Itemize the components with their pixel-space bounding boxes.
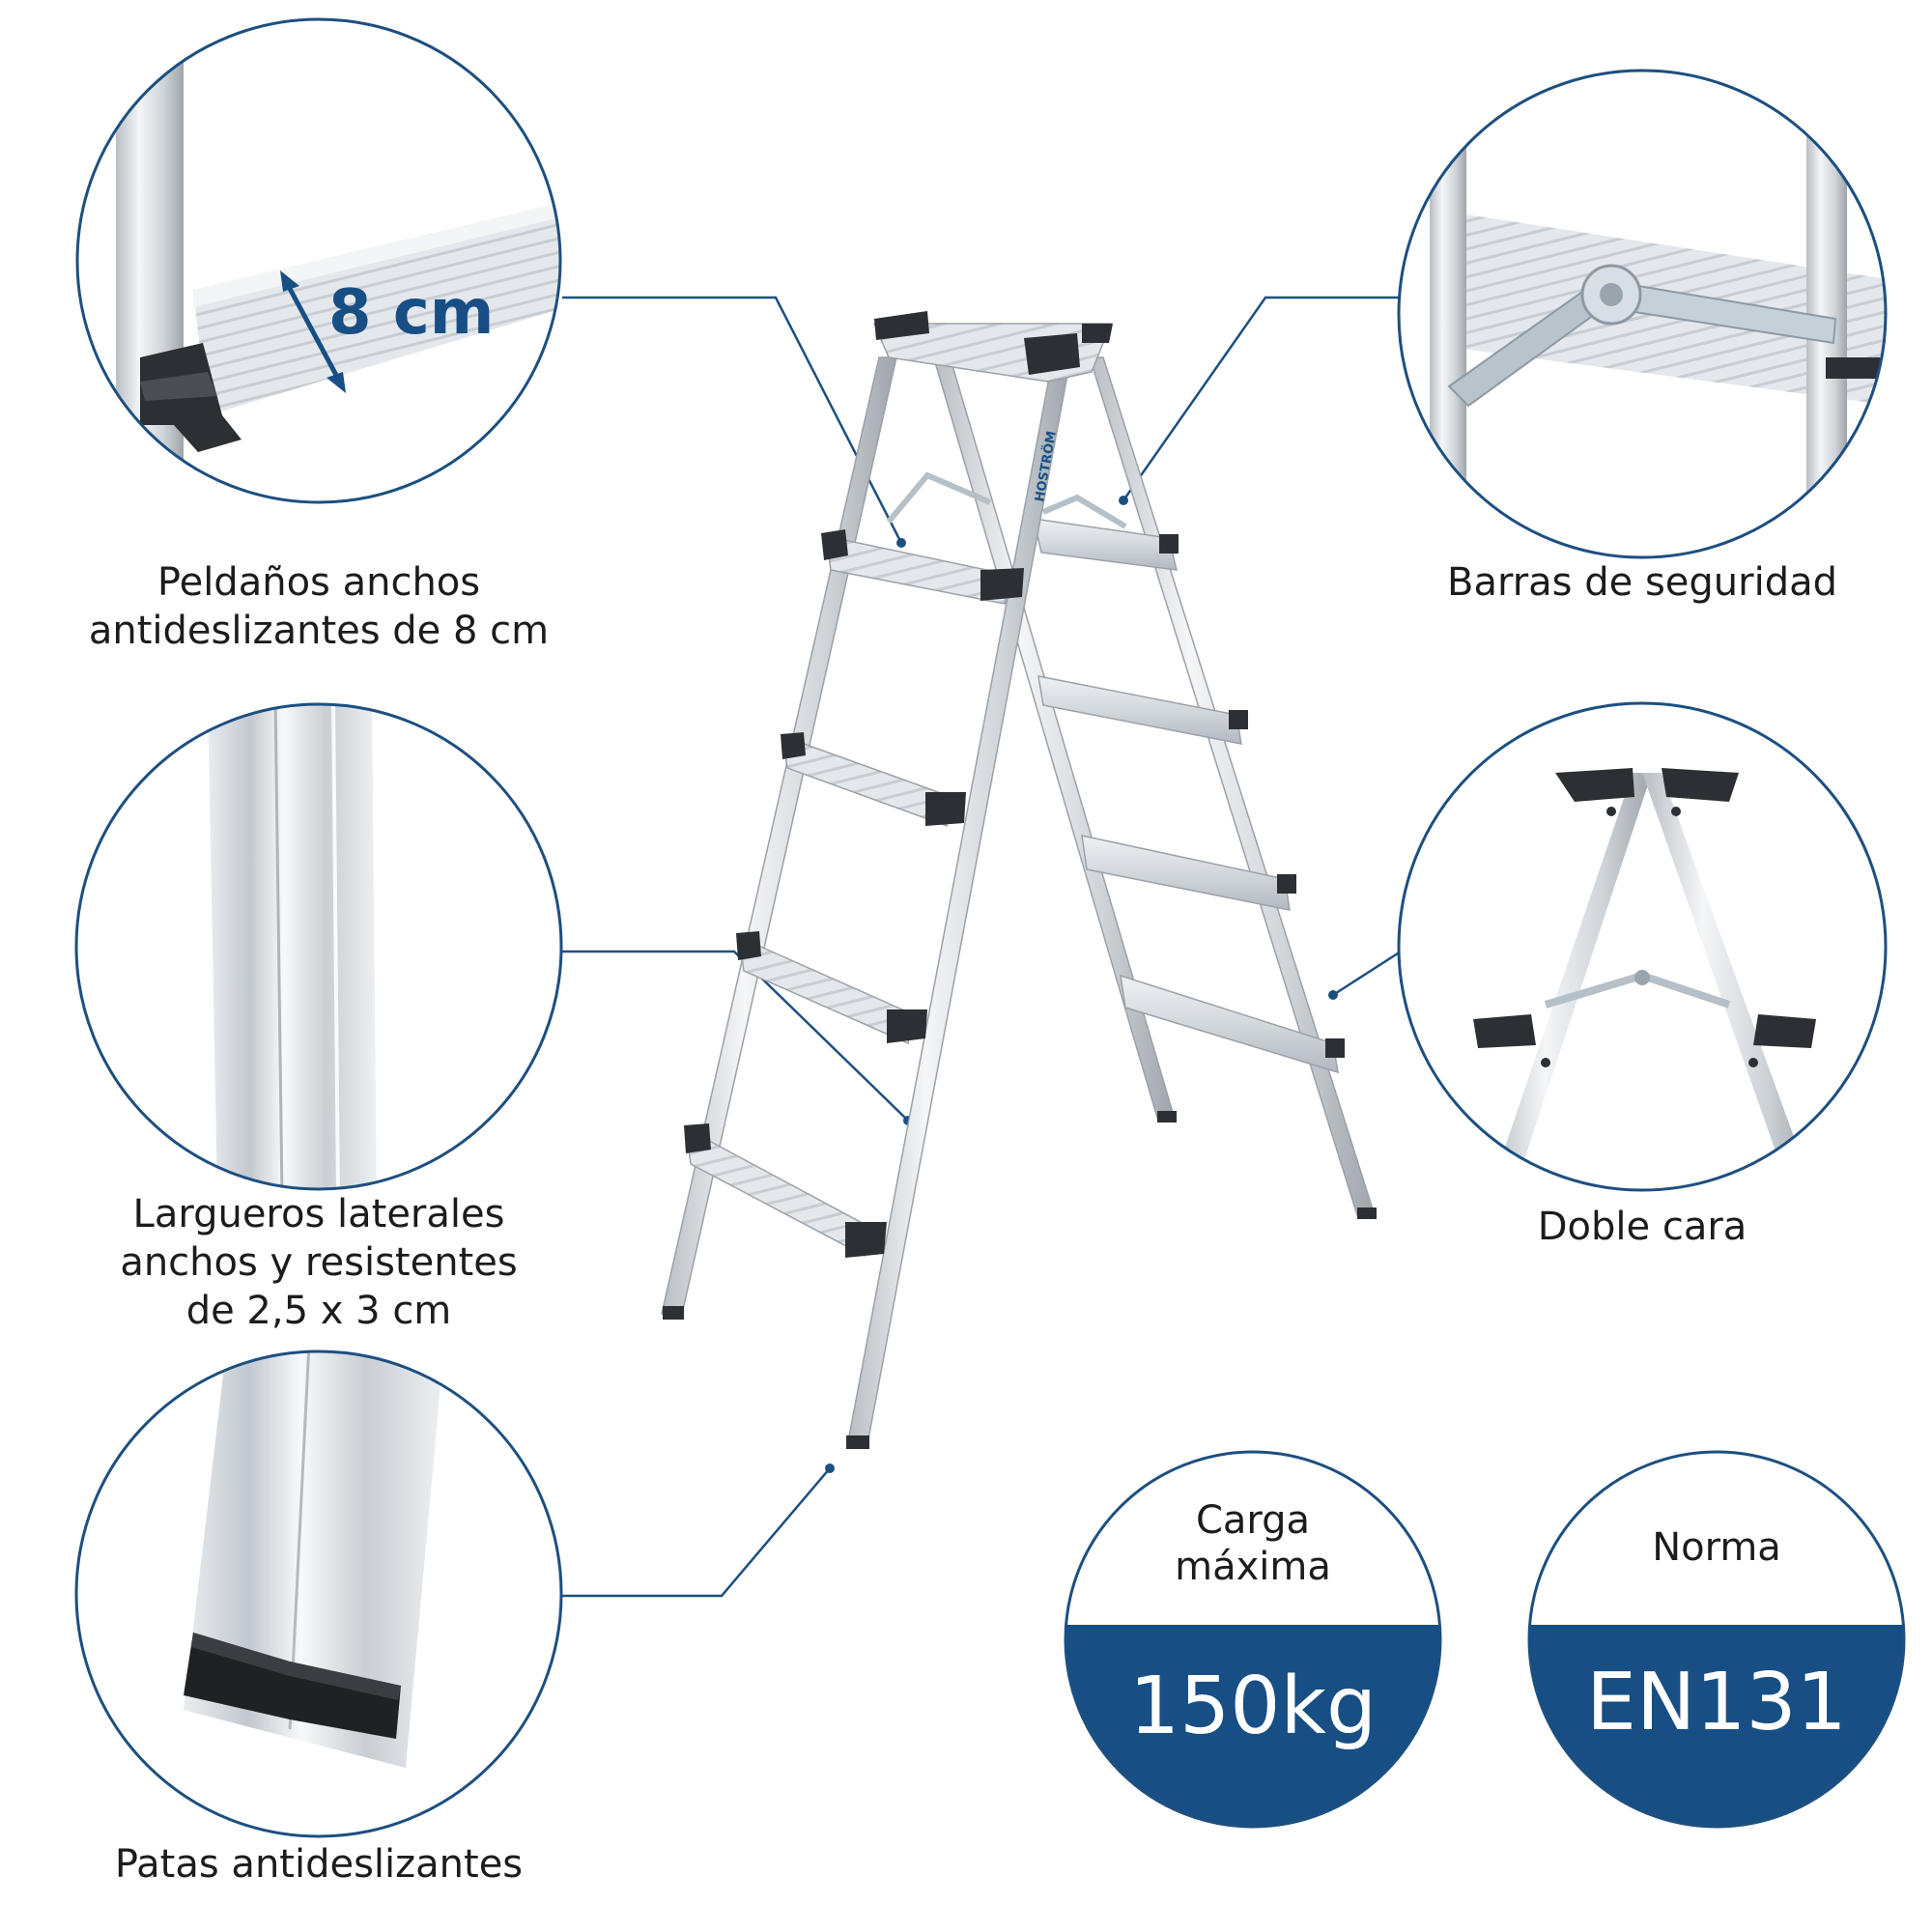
max-load-badge [1064,1450,1442,1829]
rails-caption-line-3: de 2,5 x 3 cm [185,1289,452,1333]
rails-caption: Largueros laterales anchos y resistentes… [58,1190,580,1335]
standard-value: EN131 [1586,1657,1847,1748]
max-load-title-line-1: Carga [1195,1498,1311,1543]
double-side-caption: Doble cara [1381,1203,1903,1251]
feet-caption: Patas antideslizantes [58,1840,580,1889]
step-closeup-icon: 8 cm [75,17,562,504]
double-side-caption-line-1: Doble cara [1537,1205,1747,1249]
max-load-title: Carga máxima [1108,1497,1398,1590]
rail-closeup-icon [74,702,563,1191]
leader-double [1332,950,1402,997]
leader-hinge-dot [1119,496,1128,505]
steps-caption-line-1: Peldaños anchos [156,560,481,605]
rails-caption-line-1: Largueros laterales [132,1192,505,1236]
standard-title: Norma [1572,1524,1861,1571]
steps-caption: Peldaños anchos antideslizantes de 8 cm [58,558,580,655]
step-width-label: 8 cm [328,277,494,349]
rails-caption-line-2: anchos y resistentes [120,1240,518,1285]
max-load-title-line-2: máxima [1175,1545,1331,1589]
standard-badge [1527,1450,1906,1829]
double-side-ladder-icon [1397,701,1888,1192]
max-load-value: 150kg [1128,1661,1378,1752]
steps-caption-line-2: antideslizantes de 8 cm [88,609,550,653]
leader-feet [562,1467,831,1598]
safety-bars-caption-line-1: Barras de seguridad [1447,560,1837,605]
foot-closeup-icon [74,1350,563,1838]
leader-steps-dot [896,538,906,548]
hinge-closeup-icon [1397,69,1888,559]
leader-feet-dot [825,1463,835,1473]
feet-caption-line-1: Patas antideslizantes [114,1842,524,1887]
standard-title-line-1: Norma [1652,1525,1781,1570]
safety-bars-caption: Barras de seguridad [1381,558,1903,607]
leader-double-dot [1328,990,1338,1000]
width-arrow-icon [280,270,346,393]
leader-rail [562,950,909,1122]
ladder-product: HOSTRÖM [661,311,1377,1449]
leader-hinge [1122,296,1401,501]
